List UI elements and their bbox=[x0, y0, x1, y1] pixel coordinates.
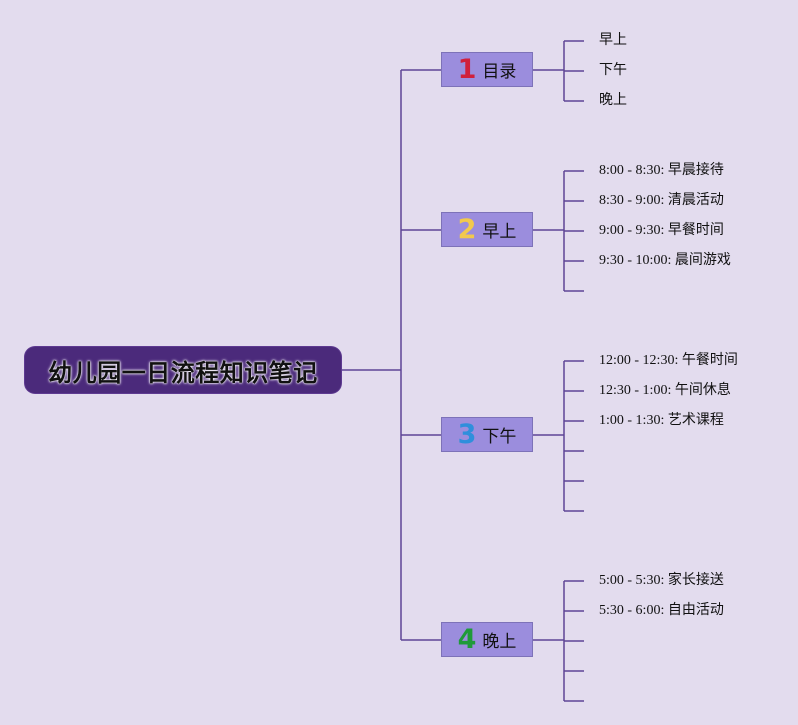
leaf-item: 9:30 - 10:00: 晨间游戏 bbox=[599, 253, 731, 268]
leaf-item: 下午 bbox=[599, 63, 627, 78]
number-badge-2: 2 bbox=[457, 214, 477, 245]
root-node[interactable]: 幼儿园一日流程知识笔记 bbox=[25, 347, 341, 393]
branch-node-2[interactable]: 2 早上 bbox=[441, 212, 533, 247]
branch-node-4[interactable]: 4 晚上 bbox=[441, 622, 533, 657]
leaf-item: 5:30 - 6:00: 自由活动 bbox=[599, 603, 724, 618]
leaf-item: 9:00 - 9:30: 早餐时间 bbox=[599, 223, 724, 238]
number-badge-4: 4 bbox=[457, 624, 477, 655]
root-title: 幼儿园一日流程知识笔记 bbox=[48, 358, 318, 387]
leaf-item: 12:00 - 12:30: 午餐时间 bbox=[599, 353, 738, 368]
branch-label: 目录 bbox=[482, 62, 517, 82]
branch-label: 下午 bbox=[482, 427, 517, 447]
number-badge-3: 3 bbox=[457, 419, 477, 450]
leaf-item: 早上 bbox=[599, 33, 627, 48]
branch-node-3[interactable]: 3 下午 bbox=[441, 417, 533, 452]
leaf-item: 12:30 - 1:00: 午间休息 bbox=[599, 383, 731, 398]
branch-label: 晚上 bbox=[482, 632, 517, 652]
leaf-item: 8:00 - 8:30: 早晨接待 bbox=[599, 163, 724, 178]
leaf-item: 8:30 - 9:00: 清晨活动 bbox=[599, 193, 724, 208]
number-badge-1: 1 bbox=[457, 54, 477, 85]
leaf-item: 晚上 bbox=[599, 93, 627, 108]
leaf-item: 1:00 - 1:30: 艺术课程 bbox=[599, 413, 724, 428]
branch-node-1[interactable]: 1 目录 bbox=[441, 52, 533, 87]
branch-label: 早上 bbox=[482, 222, 517, 242]
leaf-item: 5:00 - 5:30: 家长接送 bbox=[599, 573, 724, 588]
